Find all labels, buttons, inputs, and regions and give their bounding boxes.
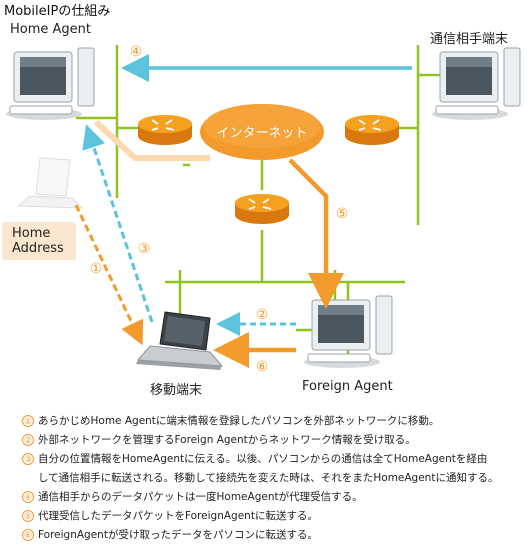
arrow-5-segment-a	[93, 119, 210, 161]
step-4: ④ 通信相手からのデータパケットは一度HomeAgentが代理受信する。	[22, 488, 527, 507]
step-1-number: ①	[22, 415, 34, 427]
step-5-text: 代理受信したデータパケットをForeignAgentに転送する。	[38, 510, 318, 522]
foreign-agent-label: Foreign Agent	[302, 379, 393, 394]
step-2-text: 外部ネットワークを管理するForeign Agentからネットワーク情報を受け取…	[38, 434, 416, 446]
step-6: ⑥ ForeignAgentが受け取ったデータをパソコンに転送する。	[22, 526, 527, 545]
step-3: ③ 自分の位置情報をHomeAgentに伝える。以後、パソコンからの通信は全てH…	[22, 450, 527, 469]
correspondent-label: 通信相手端末	[430, 32, 509, 47]
home-address-label: Home Address	[2, 222, 76, 260]
foreign-agent-pc-icon	[304, 295, 393, 368]
home-agent-label: Home Agent	[10, 22, 92, 37]
marker-2: ②	[256, 307, 269, 323]
marker-6: ⑥	[256, 359, 269, 375]
arrow-1	[74, 204, 144, 346]
internet-cloud: インターネット	[200, 104, 324, 160]
router-left-icon	[138, 115, 192, 145]
marker-5: ⑤	[336, 206, 349, 222]
step-2: ② 外部ネットワークを管理するForeign Agentからネットワーク情報を受…	[22, 431, 527, 450]
home-address-text: Home Address	[12, 226, 64, 256]
step-6-number: ⑥	[22, 529, 34, 541]
router-right-icon	[345, 115, 399, 145]
mobile-terminal-label: 移動端末	[150, 383, 203, 398]
steps-list: ① あらかじめHome Agentに端末情報を登録したパソコンを外部ネットワーク…	[22, 412, 527, 545]
step-2-number: ②	[22, 434, 34, 446]
step-5: ⑤ 代理受信したデータパケットをForeignAgentに転送する。	[22, 507, 527, 526]
diagram-title: MobileIPの仕組み	[4, 4, 111, 19]
step-4-number: ④	[22, 491, 34, 503]
step-5-number: ⑤	[22, 510, 34, 522]
home-agent-pc-icon	[6, 47, 95, 120]
step-6-text: ForeignAgentが受け取ったデータをパソコンに転送する。	[38, 529, 318, 541]
step-1-text: あらかじめHome Agentに端末情報を登録したパソコンを外部ネットワークに移…	[38, 415, 440, 427]
original-laptop-icon	[16, 157, 84, 209]
internet-label: インターネット	[216, 126, 307, 141]
marker-3: ③	[138, 241, 151, 257]
step-3-number: ③	[22, 453, 34, 465]
step-1: ① あらかじめHome Agentに端末情報を登録したパソコンを外部ネットワーク…	[22, 412, 527, 431]
step-3-text: 自分の位置情報をHomeAgentに伝える。以後、パソコンからの通信は全てHom…	[38, 453, 488, 465]
marker-1: ①	[90, 261, 103, 277]
arrow-5-segment-b	[288, 158, 344, 309]
step-3-continuation: して通信相手に転送される。移動して接続先を変えた時は、それをまたHomeAgen…	[38, 472, 499, 484]
step-4-text: 通信相手からのデータパケットは一度HomeAgentが代理受信する。	[38, 491, 363, 503]
correspondent-pc-icon	[432, 47, 521, 120]
router-bottom-icon	[235, 194, 289, 224]
marker-4: ④	[130, 44, 143, 60]
mobile-laptop-icon	[136, 311, 224, 370]
arrow-3	[82, 124, 154, 323]
mobile-ip-diagram: インターネット	[6, 44, 521, 375]
